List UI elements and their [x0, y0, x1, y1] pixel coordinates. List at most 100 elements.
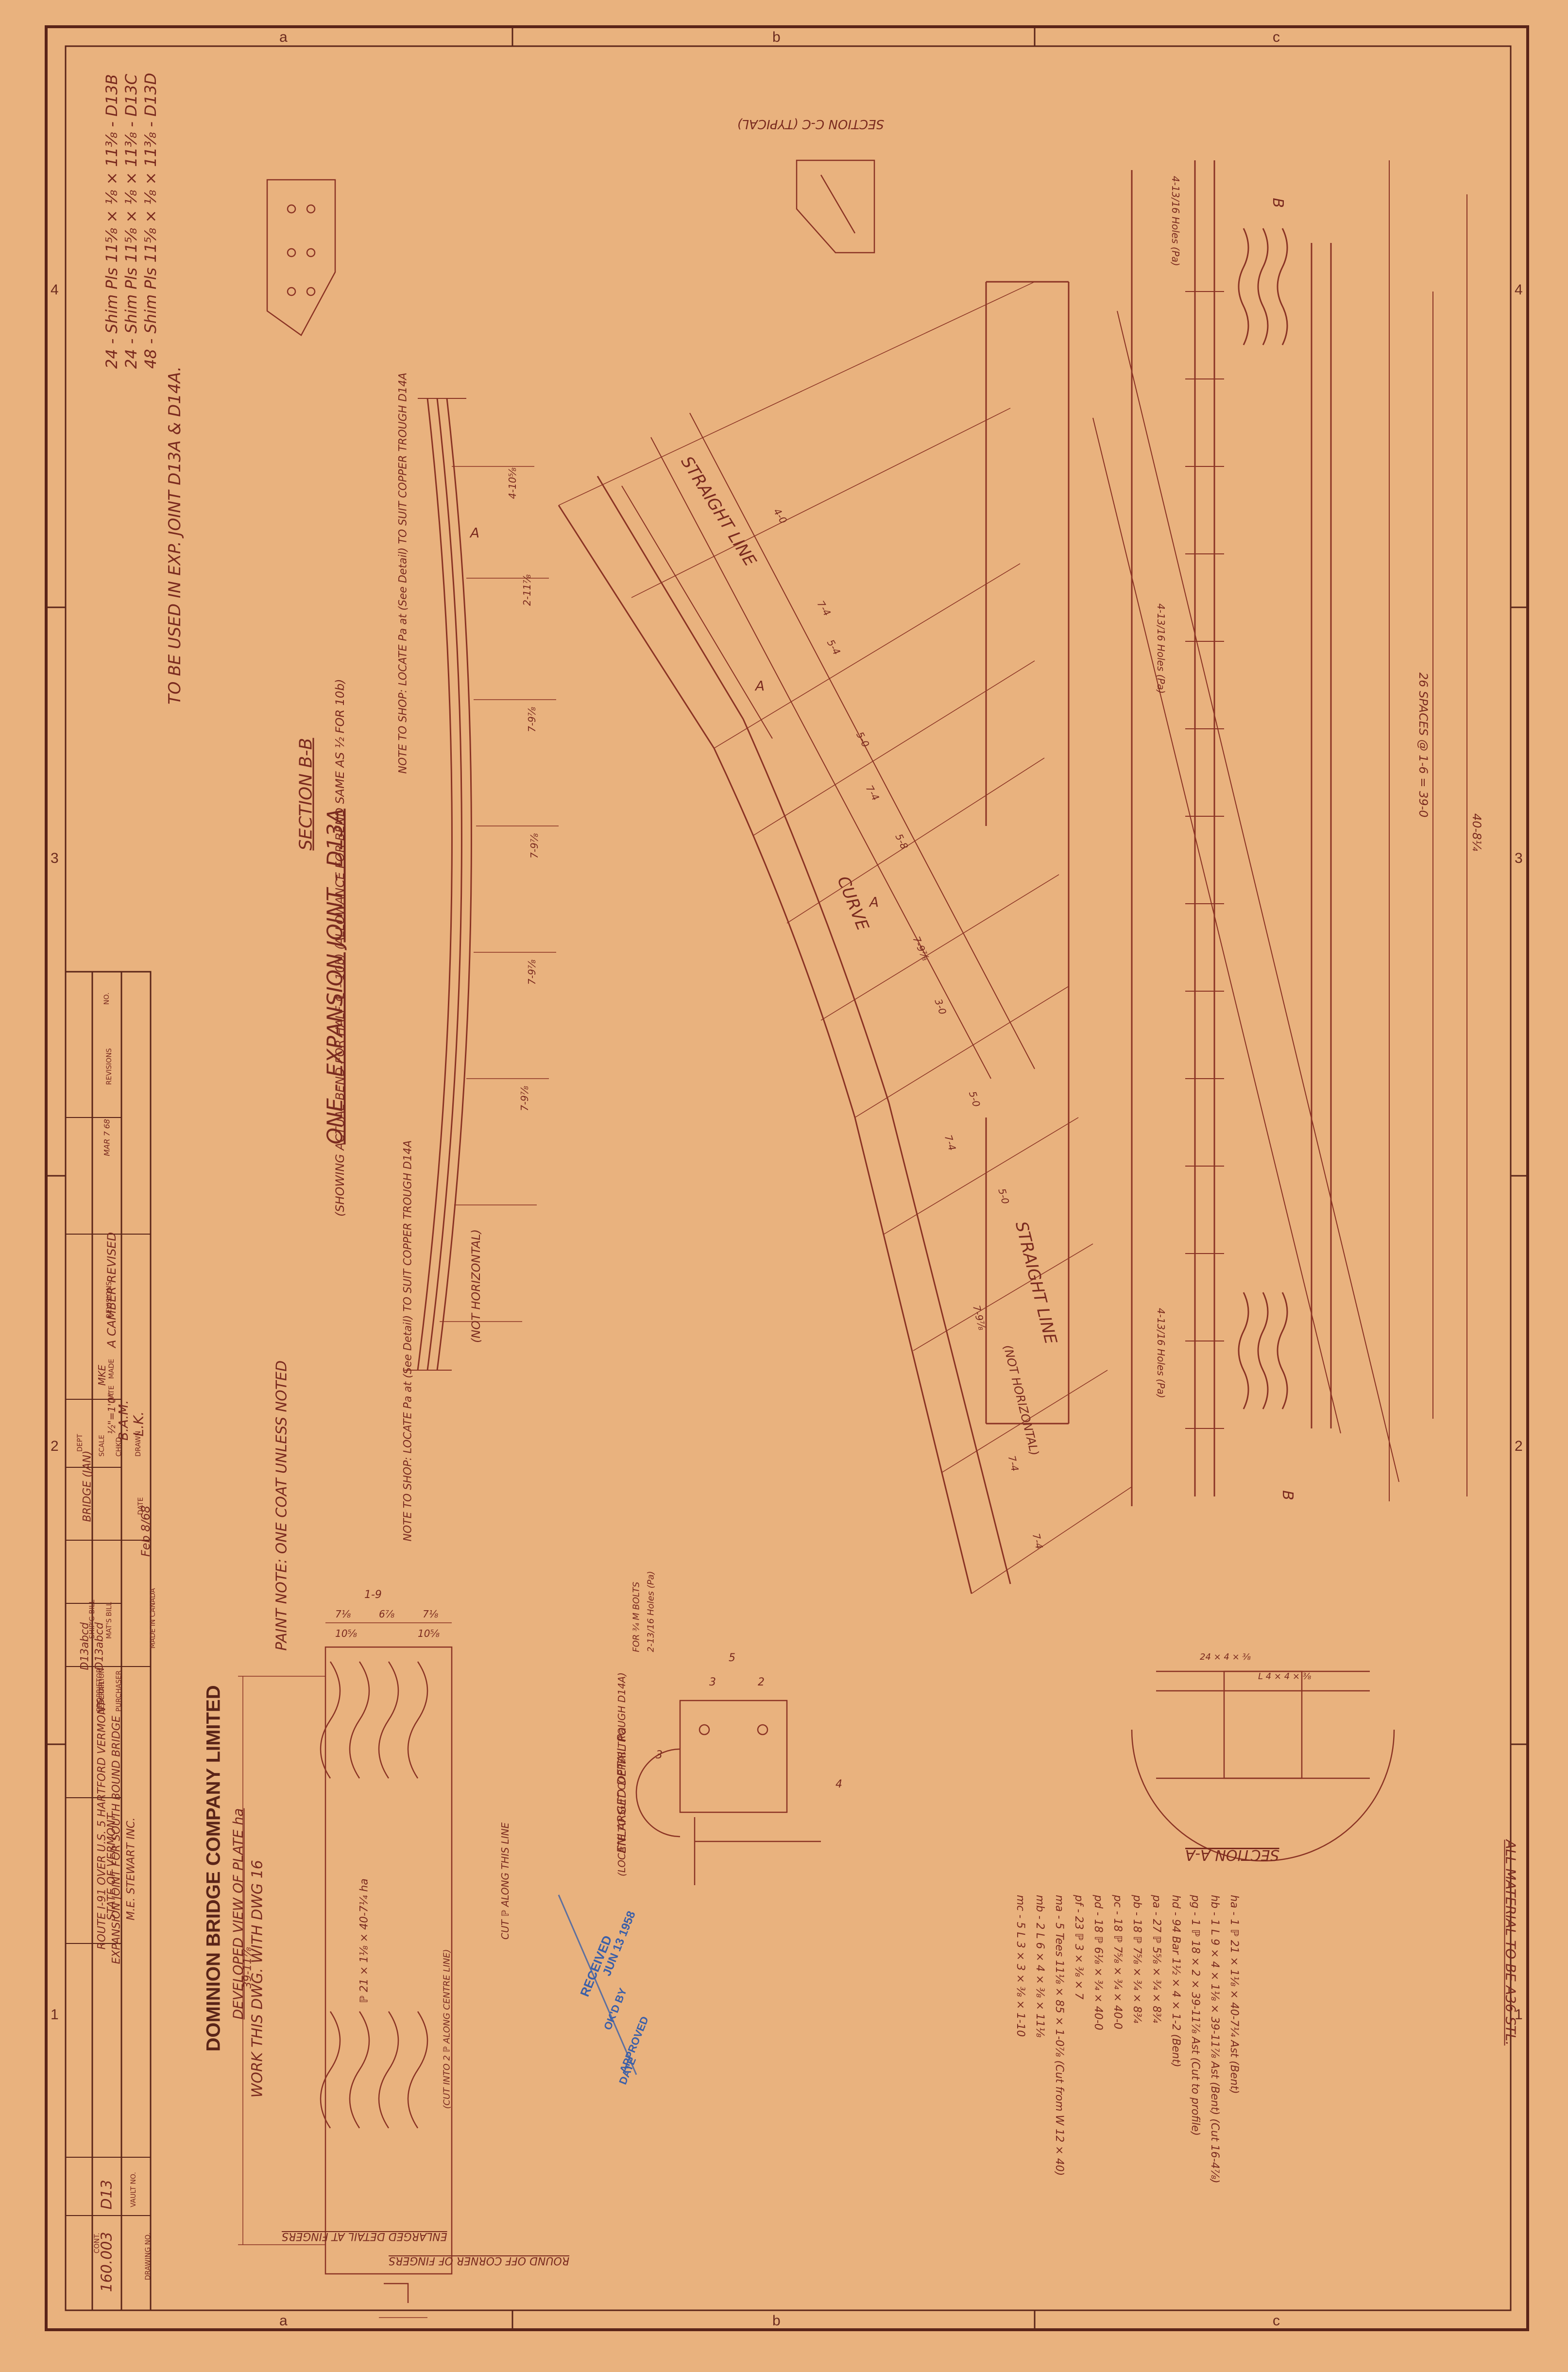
zone-label-right-3: 3	[1515, 850, 1523, 866]
enlarged-pa-hole2: 2-13/16 Holes (Pa)	[646, 1571, 656, 1652]
enlarged-pa-dim-2: 3	[709, 1676, 716, 1688]
material-line: ha - 1 ℙ 21 × 1⅛ × 40-7¼ Ast (Bent)	[1228, 1895, 1240, 2094]
angle-label: 24 × 4 × ⅜	[1200, 1652, 1251, 1662]
zone-label-bottom-b: b	[772, 2313, 781, 2329]
not-horizontal-bb: (NOT HORIZONTAL)	[469, 1229, 483, 1343]
enlarged-fingers-note: ROUND OFF CORNER OF FINGERS	[389, 2254, 570, 2267]
title-block-contract: 160.003	[98, 2232, 116, 2292]
section-cc-title: SECTION C-C (TYPICAL)	[737, 117, 884, 131]
paint-note: PAINT NOTE: ONE COAT UNLESS NOTED	[273, 1360, 290, 1651]
developed-dim-4: 10⅝	[335, 1628, 357, 1639]
material-line: pb - 18 ℙ 7⅝ × ¾ × 8¾	[1131, 1895, 1143, 2024]
developed-dim-1: 7⅛	[335, 1608, 351, 1620]
enlarged-fingers-title: ENLARGED DETAIL AT FINGERS	[282, 2230, 447, 2242]
bb-dim-2: 2-11⅞	[521, 574, 533, 606]
title-block-rev-entry: A CAMBER REVISED	[105, 1232, 119, 1348]
title-block-shipb: D13abcd	[79, 1622, 91, 1670]
title-block-checked: B.A.M.	[117, 1400, 131, 1441]
shim-note-line-1: 24 - Shim Pls 11⅝ × ⅛ × 11⅜ - D13B	[102, 74, 121, 369]
zone-label-right-1: 1	[1515, 2007, 1523, 2023]
zone-label-bottom-a: a	[279, 2313, 288, 2329]
title-block-rev-by: MKE	[96, 1364, 108, 1386]
bb-dim-6: 7-9⅞	[519, 1085, 530, 1111]
material-line: mc - 5 L 3 × 3 × ⅜ × 1-10	[1014, 1895, 1026, 2037]
zone-label-top-b: b	[772, 29, 781, 45]
zone-label-left-1: 1	[51, 2007, 59, 2023]
material-note: ALL MATERIAL TO BE A36 STL.	[1502, 1839, 1519, 2046]
material-line: pf - 23 ℙ 3 × ⅜ × 7	[1073, 1895, 1085, 2000]
title-block-revisions-label: REVISIONS	[105, 1048, 113, 1085]
developed-dim-5: 10⅝	[418, 1628, 440, 1639]
title-block-company: DOMINION BRIDGE COMPANY LIMITED	[203, 1685, 224, 2052]
enlarged-pa-hole: FOR ¾ M BOLTS	[631, 1581, 642, 1652]
title-block-scale-label: SCALE	[98, 1435, 106, 1457]
developed-length: 39-11⅞	[241, 1947, 254, 1989]
title-block-rev-no-label: NO.	[103, 992, 111, 1005]
title-block-mats-label: MAT'S BILL	[105, 1602, 113, 1639]
section-aa-title: SECTION A-A	[1185, 1846, 1279, 1863]
enlarged-pa-dim-1: 5	[729, 1652, 735, 1664]
zone-label-top-c: c	[1273, 29, 1280, 45]
enlarged-pa-dim-3: 2	[758, 1676, 765, 1688]
section-b-mark-bottom: B	[1278, 1490, 1296, 1500]
enlarged-pa-note: (LOCATE TO SUIT COPPER TROUGH D14A)	[616, 1672, 628, 1876]
zone-label-left-4: 4	[51, 282, 59, 298]
title-block-made-in: MADE IN CANADA	[149, 1588, 157, 1649]
section-bb-subtitle: (SHOWING ACTUAL BEND FOR HALF ℄ - 10b) (…	[333, 679, 347, 1217]
plan-holes-3: 4-13/16 Holes (Pa)	[1155, 1308, 1167, 1398]
materials-list: ha - 1 ℙ 21 × 1⅛ × 40-7¼ Ast (Bent) hb - …	[971, 1895, 1244, 2284]
bb-dim-1: 4-10⅝	[507, 467, 518, 499]
shim-note-usage: TO BE USED IN EXP. JOINT D13A & D14A.	[165, 366, 185, 705]
revision-mark-2: A	[869, 894, 879, 910]
material-line: hb - 1 L 9 × 4 × 1⅛ × 39-11⅞ Ast (Bent) …	[1209, 1895, 1221, 2183]
zone-label-right-4: 4	[1515, 282, 1523, 298]
developed-dim-2: 6⅞	[379, 1608, 395, 1620]
material-line: hd - 94 Bar 1½ × 4 × 1-2 (Bent)	[1170, 1895, 1182, 2067]
material-line: pg - 1 ℙ 18 × 2 × 39-11⅞ Ast (Cut to pro…	[1189, 1895, 1201, 2136]
bb-dim-5: 7-9⅞	[526, 959, 538, 985]
revision-mark-3: A	[470, 525, 480, 541]
plan-holes-2: 4-13/16 Holes (Pa)	[1155, 603, 1167, 694]
zone-label-bottom-c: c	[1273, 2313, 1280, 2329]
material-line: pd - 18 ℙ 6⅛ × ¾ × 40-0	[1092, 1895, 1104, 2030]
title-block-drawing-no: D13	[98, 2180, 116, 2210]
shop-note-bottom: NOTE TO SHOP: LOCATE Pa at (See Detail) …	[402, 1140, 414, 1542]
material-line: pc - 18 ℙ 7⅝ × ¾ × 40-0	[1111, 1895, 1124, 2029]
title-block-purchaser-label: PURCHASER	[115, 1670, 123, 1712]
shop-note-top: NOTE TO SHOP: LOCATE Pa at (See Detail) …	[397, 372, 409, 774]
developed-cut-note: CUT ℙ ALONG THIS LINE	[499, 1822, 511, 1940]
zone-label-left-2: 2	[51, 1438, 59, 1454]
title-block-rev-date: MAR 7 68	[102, 1118, 112, 1156]
title-block-rev-made-label: MADE	[108, 1358, 116, 1379]
shim-note-line-3: 48 - Shim Pls 11⅝ × ⅛ × 11⅜ - D13D	[141, 72, 160, 369]
developed-width: 1-9	[364, 1589, 382, 1601]
title-block-dept: BRIDGE (JAN)	[81, 1450, 94, 1522]
title-block-drawn: L.K.	[130, 1411, 147, 1437]
zone-label-right-2: 2	[1515, 1438, 1523, 1454]
title-block-vault-label: VAULT NO.	[130, 2172, 137, 2207]
plan-overall: 40-8¼	[1470, 813, 1483, 851]
plan-spaces: 26 SPACES @ 1-6 = 39-0	[1416, 672, 1430, 818]
developed-cut-fingers: (CUT INTO 2 ℙ ALONG CENTRE LINE)	[442, 1949, 452, 2109]
developed-dim-3: 7⅛	[423, 1608, 439, 1620]
section-bb-title: SECTION B-B	[296, 738, 316, 851]
section-b-mark-top: B	[1269, 198, 1286, 208]
developed-plate: ℙ 21 × 1⅛ × 40-7¼ ha	[358, 1878, 371, 2003]
material-line: mb - 2 L 6 × 4 × ⅜ × 11⅛	[1034, 1895, 1046, 2038]
zone-label-top-a: a	[279, 29, 288, 45]
shim-note-line-2: 24 - Shim Pls 11⅝ × ⅛ × 11⅜ - D13C	[122, 74, 140, 369]
revision-mark-1: A	[755, 678, 765, 694]
title-block-drawing-no-label: DRAWING NO.	[144, 2233, 152, 2280]
plan-holes-1: 4-13/16 Holes (Pa)	[1170, 176, 1181, 266]
title-block-purchaser: M.E. STEWART INC.	[125, 1817, 137, 1921]
enlarged-pa-dim-5: 4	[835, 1778, 842, 1790]
angle-label: L 4 × 4 × ⅜	[1258, 1671, 1312, 1682]
enlarged-pa-dim-4: 3	[656, 1749, 663, 1761]
zone-label-left-3: 3	[51, 850, 59, 866]
title-block-date: Feb 8/68	[139, 1505, 153, 1557]
material-line: pa - 27 ℙ 5⅝ × ¾ × 8¾	[1150, 1895, 1162, 2023]
bb-dim-3: 7-9⅞	[526, 706, 538, 732]
bb-dim-4: 7-9⅞	[528, 833, 540, 859]
